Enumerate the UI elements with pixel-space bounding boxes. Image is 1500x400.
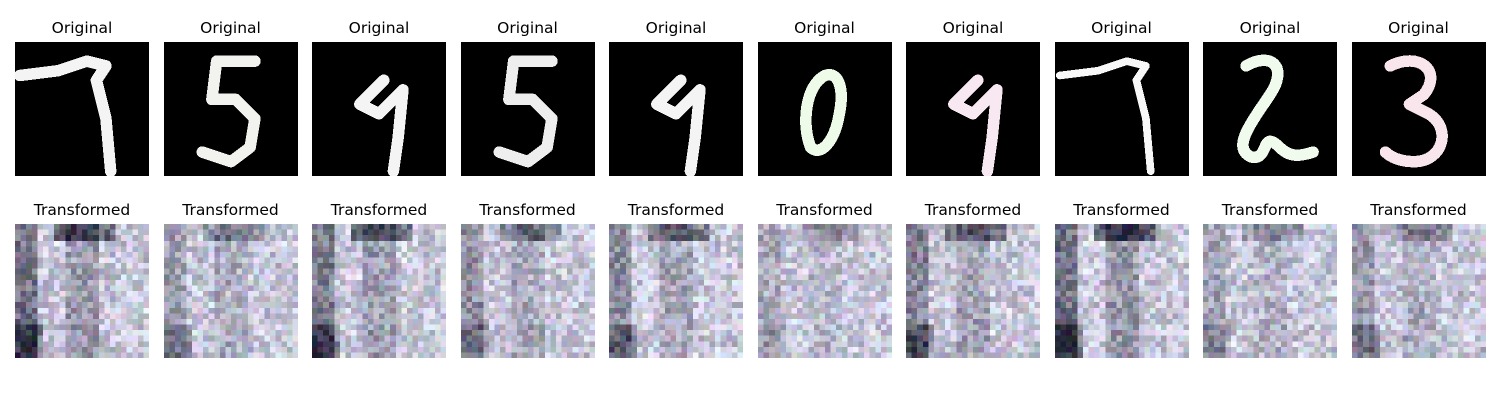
original-title: Original: [645, 19, 707, 37]
transformed-title: Transformed: [1370, 201, 1467, 219]
digit-stroke: [354, 74, 409, 176]
digit-stroke: [1055, 57, 1155, 176]
transformed-image: [15, 224, 149, 358]
digit-image: [906, 42, 1040, 176]
original-title: Original: [1091, 19, 1152, 37]
transformed-image: [757, 224, 892, 358]
original-title: Original: [1388, 19, 1449, 37]
transformed-image: [163, 224, 298, 358]
digit-stroke: [15, 55, 117, 176]
original-title: Original: [200, 19, 261, 37]
digit-image: [1054, 42, 1189, 176]
original-title: Original: [497, 19, 558, 37]
transformed-title: Transformed: [1073, 201, 1170, 219]
transformed-image: [1203, 224, 1337, 358]
transformed-title: Transformed: [776, 201, 873, 219]
digit-image: [609, 42, 743, 176]
transformed-title: Transformed: [924, 201, 1022, 219]
digit-image: [1351, 42, 1486, 176]
digit-stroke: [1379, 55, 1448, 168]
transformed-image: [460, 224, 595, 358]
digit-stroke: [1237, 54, 1319, 163]
digit-image: [15, 42, 149, 176]
digit-stroke: [651, 74, 706, 176]
transformed-title: Transformed: [1221, 201, 1319, 219]
digit-stroke: [948, 74, 1003, 176]
original-title: Original: [348, 19, 410, 37]
digit-image: [460, 42, 595, 176]
digit-stroke: [799, 69, 847, 156]
transformed-image: [1351, 224, 1486, 358]
transformed-title: Transformed: [33, 201, 131, 219]
original-title: Original: [794, 19, 855, 37]
original-title: Original: [51, 19, 113, 37]
digit-image: [1203, 42, 1337, 176]
transformed-image: [906, 224, 1040, 358]
original-title: Original: [1239, 19, 1301, 37]
transformed-title: Transformed: [182, 201, 279, 219]
digit-image: [312, 42, 446, 176]
transformed-title: Transformed: [479, 201, 576, 219]
digit-image: [757, 42, 892, 176]
original-title: Original: [942, 19, 1004, 37]
digit-image: [163, 42, 298, 176]
digit-stroke: [493, 55, 558, 168]
transformed-title: Transformed: [627, 201, 725, 219]
transformed-image: [312, 224, 446, 358]
digit-stroke: [196, 55, 261, 168]
transformed-image: [609, 224, 743, 358]
transformed-image: [1054, 224, 1189, 358]
transformed-title: Transformed: [330, 201, 428, 219]
